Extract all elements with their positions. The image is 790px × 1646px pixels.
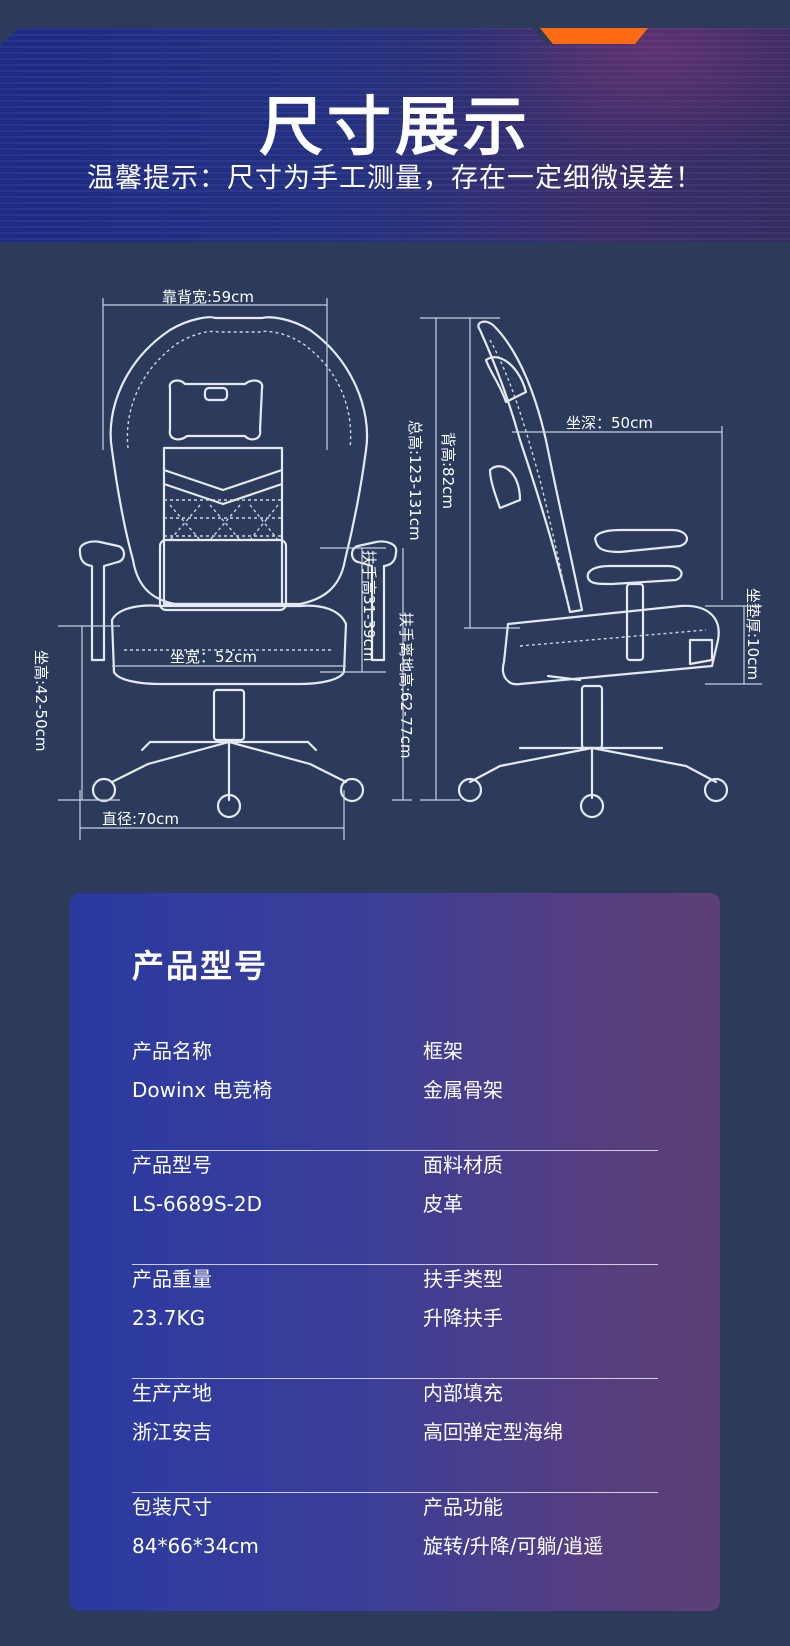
spec-value: 23.7KG [132, 1306, 206, 1330]
accent-tab [540, 28, 648, 44]
label-armrest-height: 扶手高31-39cm [360, 550, 378, 661]
chair-side-illustration [457, 320, 729, 819]
spec-cell: 内部填充 高回弹定型海绵 [423, 1379, 563, 1446]
header-banner [0, 28, 790, 242]
spec-cell: 生产产地 浙江安吉 [132, 1379, 212, 1446]
spec-cell: 产品重量 23.7KG [132, 1265, 212, 1332]
spec-cell: 框架 金属骨架 [423, 1037, 503, 1104]
spec-label: 包装尺寸 [132, 1495, 212, 1519]
spec-value: 皮革 [423, 1192, 463, 1216]
spec-card: 产品型号 产品名称 Dowinx 电竞椅 框架 金属骨架 产品型号 LS-668… [70, 893, 720, 1611]
label-diameter: 直径:70cm [102, 810, 179, 828]
spec-row: 包装尺寸 84*66*34cm 产品功能 旋转/升降/可躺/逍遥 [132, 1493, 658, 1607]
dimension-lines [58, 298, 762, 840]
page-title: 尺寸展示 [259, 91, 531, 165]
spec-cell: 产品型号 LS-6689S-2D [132, 1151, 262, 1218]
spec-value: LS-6689S-2D [132, 1192, 262, 1216]
spec-cell: 面料材质 皮革 [423, 1151, 503, 1218]
label-seat-depth: 坐深：50cm [566, 414, 653, 432]
label-armrest-to-ground: 扶手离地高:62-77cm [397, 612, 415, 759]
spec-label: 内部填充 [423, 1381, 503, 1405]
chair-front-illustration [78, 316, 398, 819]
spec-label: 面料材质 [423, 1153, 503, 1177]
dimension-diagram: 靠背宽:59cm 坐深：50cm 坐宽：52cm 直径:70cm 总高:123-… [32, 288, 762, 840]
spec-label: 产品名称 [132, 1039, 212, 1063]
spec-label: 产品型号 [132, 1153, 212, 1177]
spec-card-title: 产品型号 [132, 947, 269, 985]
spec-divider [132, 1378, 658, 1379]
spec-value: Dowinx 电竞椅 [132, 1078, 273, 1102]
spec-row: 产品名称 Dowinx 电竞椅 框架 金属骨架 [132, 1037, 658, 1151]
spec-label: 扶手类型 [423, 1267, 503, 1291]
spec-divider [132, 1492, 658, 1493]
spec-row: 产品型号 LS-6689S-2D 面料材质 皮革 [132, 1151, 658, 1265]
spec-label: 生产产地 [132, 1381, 212, 1405]
spec-divider [132, 1264, 658, 1265]
header-glow [0, 28, 790, 242]
spec-cell: 产品名称 Dowinx 电竞椅 [132, 1037, 272, 1104]
spec-divider [132, 1150, 658, 1151]
spec-label: 产品功能 [423, 1495, 503, 1519]
label-seat-height: 坐高:42-50cm [32, 650, 50, 752]
spec-cell: 包装尺寸 84*66*34cm [132, 1493, 259, 1560]
spec-row: 生产产地 浙江安吉 内部填充 高回弹定型海绵 [132, 1379, 658, 1493]
spec-value: 旋转/升降/可躺/逍遥 [423, 1534, 604, 1558]
spec-label: 框架 [423, 1039, 463, 1063]
page-subtitle: 温馨提示：尺寸为手工测量，存在一定细微误差！ [87, 163, 703, 194]
spec-cell: 扶手类型 升降扶手 [423, 1265, 503, 1332]
spec-cell: 产品功能 旋转/升降/可躺/逍遥 [423, 1493, 603, 1560]
spec-value: 升降扶手 [423, 1306, 503, 1330]
spec-value: 高回弹定型海绵 [423, 1420, 563, 1444]
spec-label: 产品重量 [132, 1267, 212, 1291]
label-seat-width: 坐宽：52cm [170, 648, 257, 666]
label-back-height: 背高:82cm [439, 432, 457, 509]
spec-value: 浙江安吉 [132, 1420, 212, 1444]
label-back-width: 靠背宽:59cm [162, 288, 254, 306]
label-cushion-thickness: 坐垫厚:10cm [744, 588, 762, 680]
spec-row: 产品重量 23.7KG 扶手类型 升降扶手 [132, 1265, 658, 1379]
label-total-height: 总高:123-131cm [406, 420, 424, 541]
spec-value: 84*66*34cm [132, 1534, 259, 1558]
spec-value: 金属骨架 [423, 1078, 503, 1102]
